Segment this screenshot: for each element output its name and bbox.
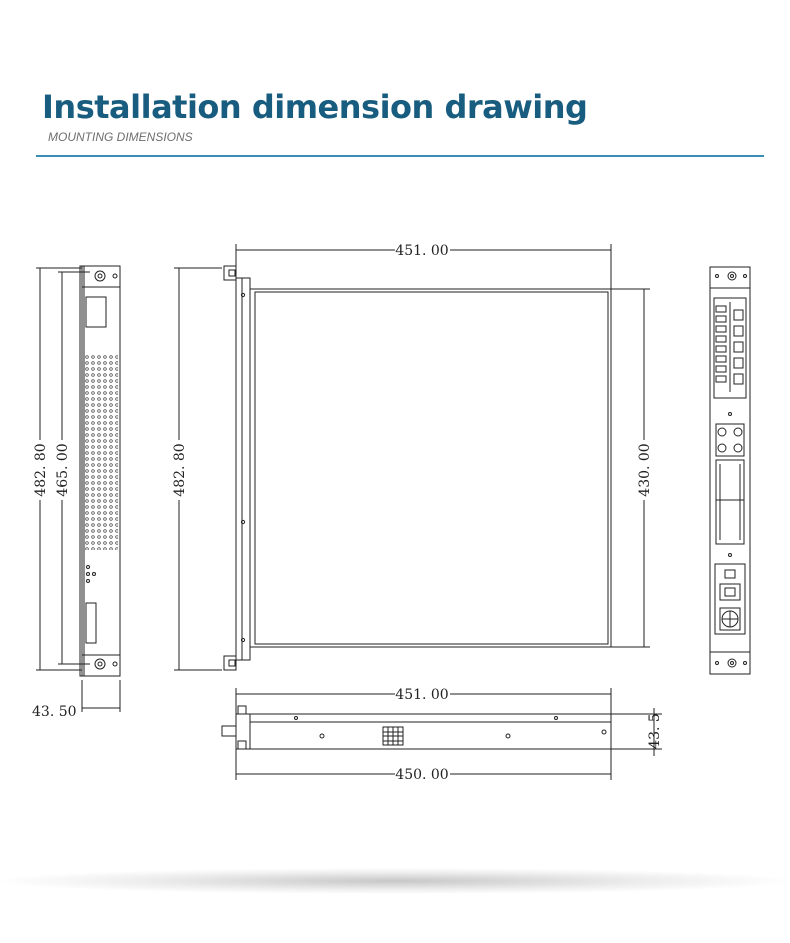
side-height-label: 43. 5 bbox=[647, 713, 663, 749]
page-subtitle: MOUNTING DIMENSIONS bbox=[48, 130, 193, 144]
side-view bbox=[221, 688, 662, 780]
front-view bbox=[36, 265, 121, 712]
top-depth-label: 451. 00 bbox=[395, 243, 448, 259]
top-body-width-label: 430. 00 bbox=[637, 443, 653, 496]
title-divider bbox=[36, 155, 764, 157]
side-depth-top-label: 451. 00 bbox=[395, 687, 448, 703]
page-title: Installation dimension drawing bbox=[42, 88, 588, 126]
front-height-label: 43. 50 bbox=[32, 704, 77, 720]
side-depth-bottom-label: 450. 00 bbox=[395, 767, 448, 783]
rear-view bbox=[709, 266, 751, 675]
front-mount-width-label: 465. 00 bbox=[55, 443, 71, 496]
top-width-label: 482. 80 bbox=[172, 443, 188, 496]
bottom-shadow bbox=[0, 868, 790, 894]
front-width-label: 482. 80 bbox=[33, 443, 49, 496]
top-view bbox=[174, 244, 650, 671]
